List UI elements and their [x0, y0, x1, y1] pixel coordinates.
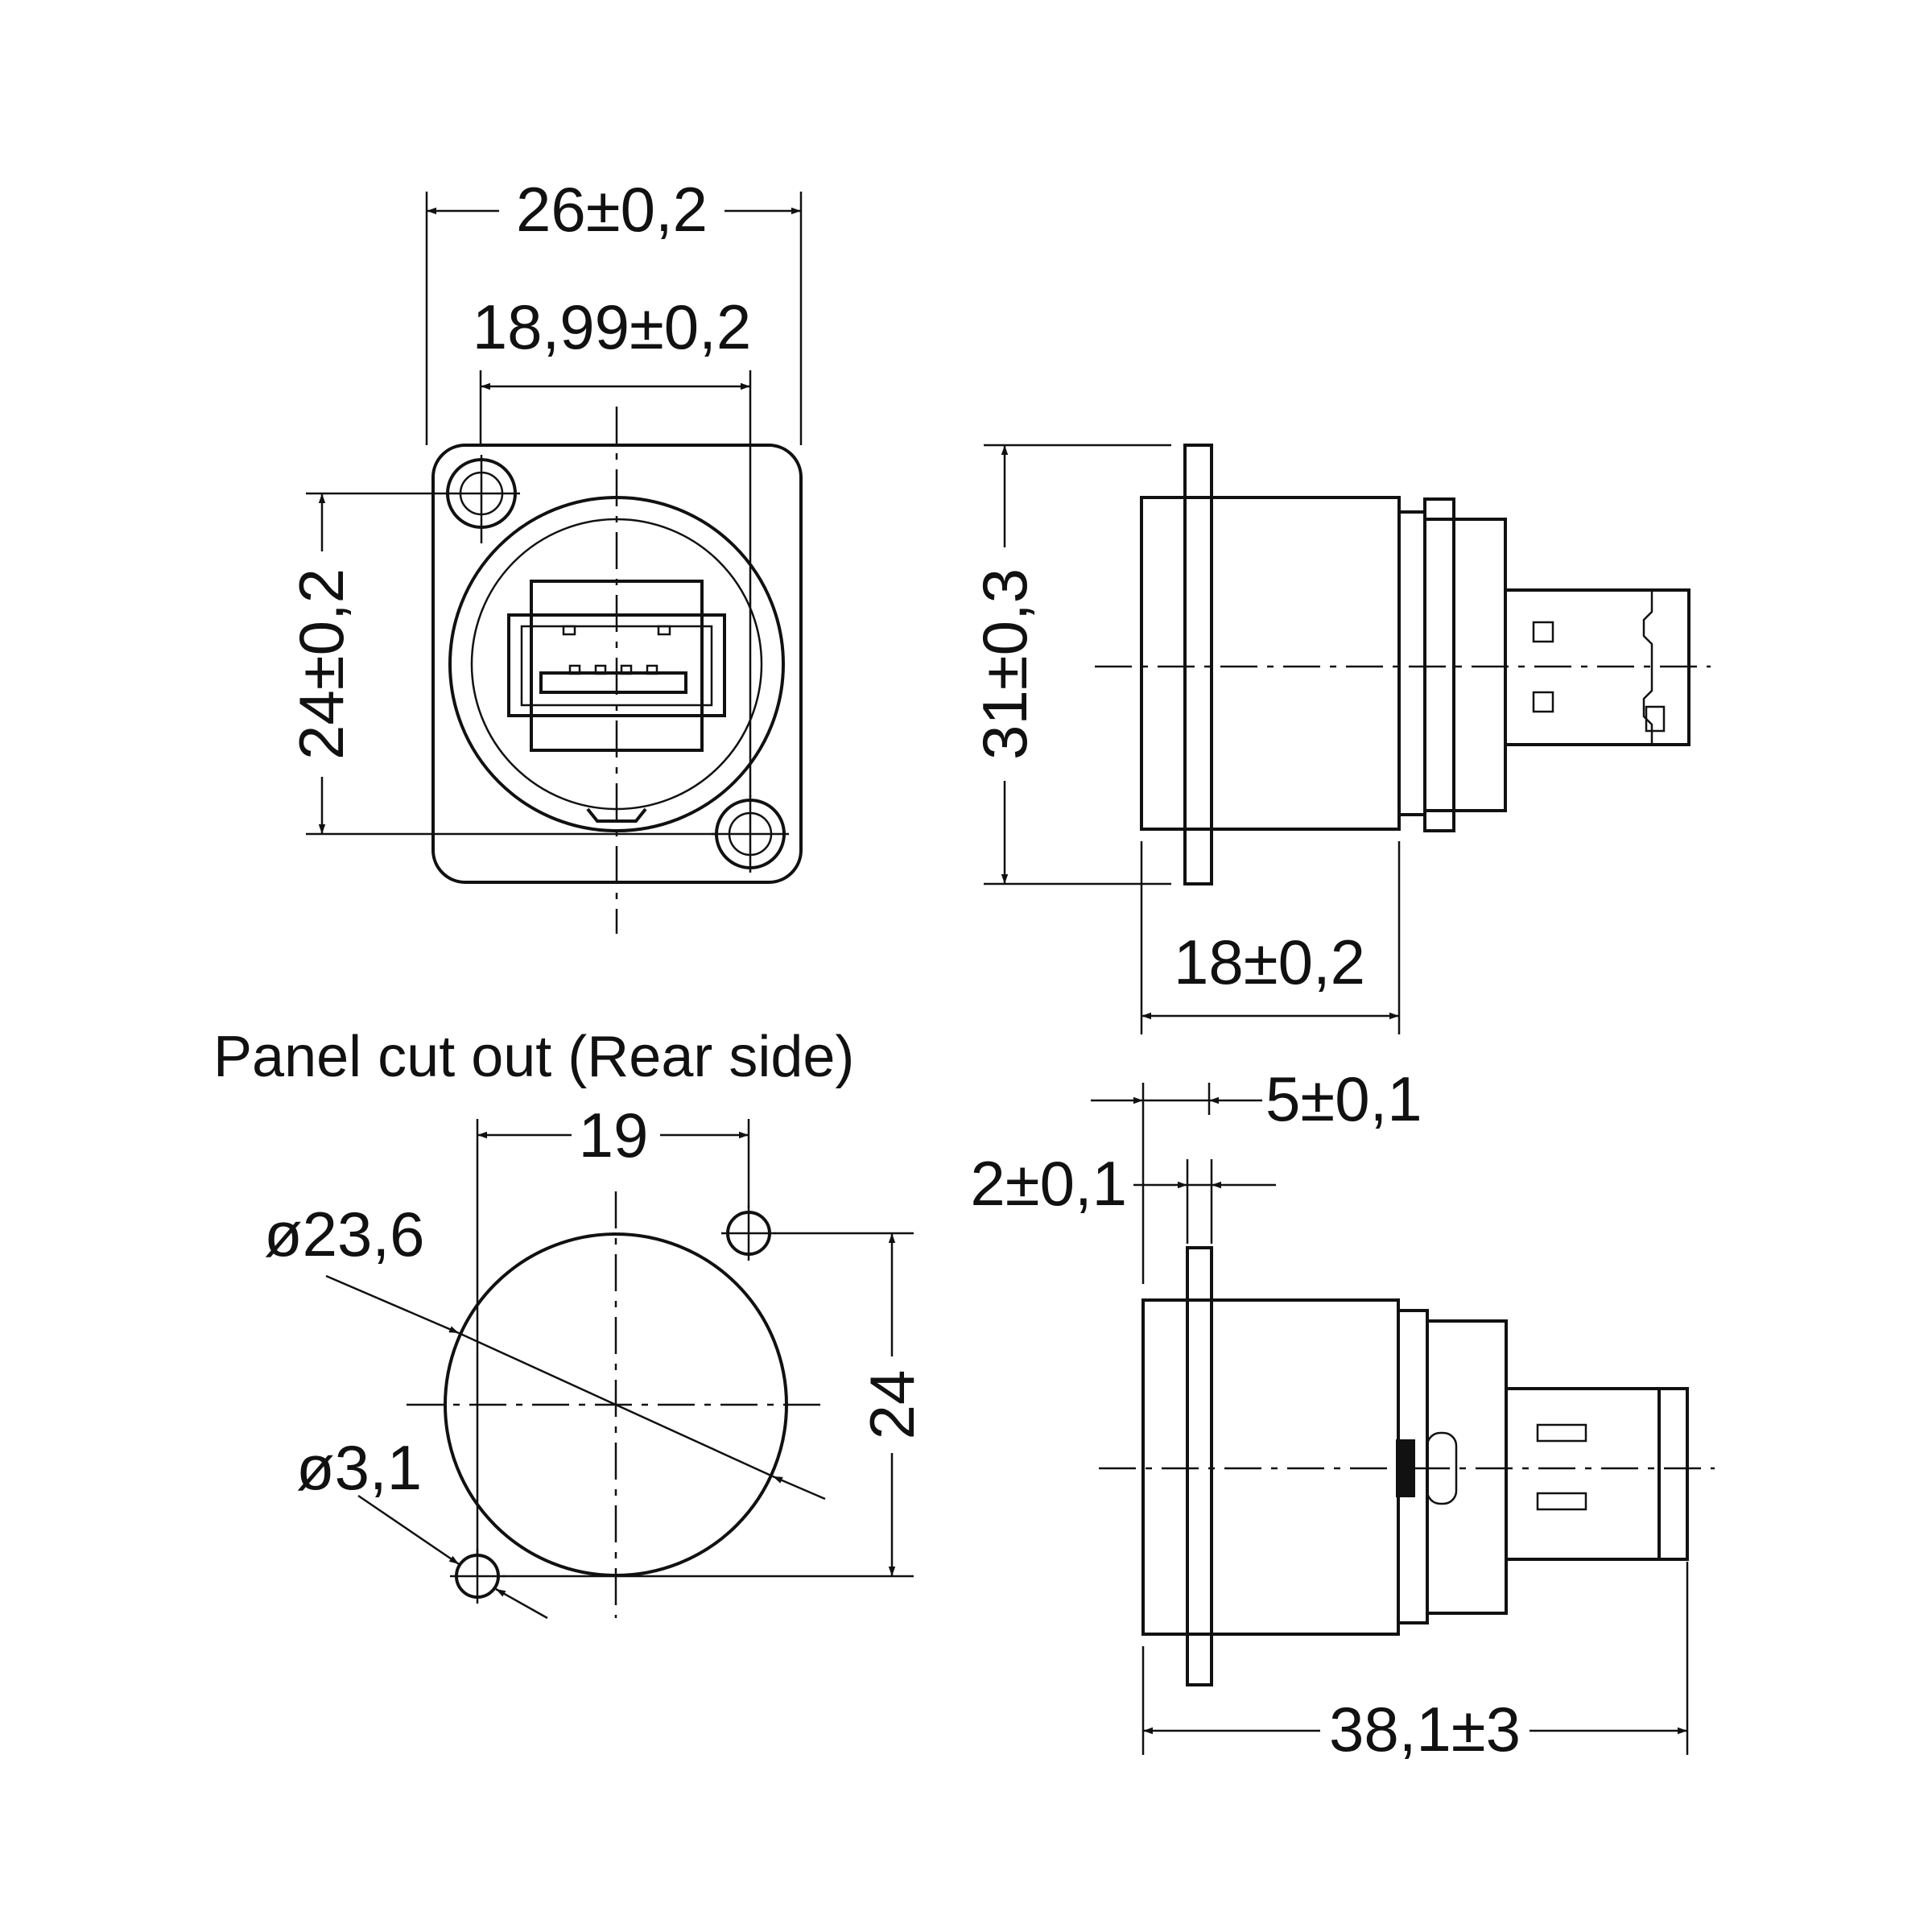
- side-view-bottom: 5±0,1 2±0,1 38,1±3: [970, 1063, 1715, 1765]
- side-nut-tab: [1423, 497, 1455, 832]
- plug-window: [1536, 1492, 1587, 1511]
- usb-contact: [620, 664, 633, 675]
- side-body-bottom: [1141, 1298, 1400, 1636]
- plug-window: [1532, 621, 1554, 643]
- usb-contact: [646, 664, 658, 675]
- usb-contact: [594, 664, 607, 675]
- dim-cutout-main-diameter: ø23,6: [264, 1199, 424, 1269]
- dim-flange-offset: 5±0,1: [1265, 1063, 1422, 1134]
- dim-cutout-hole-diameter: ø3,1: [296, 1432, 422, 1503]
- side-plug-bottom: [1505, 1387, 1661, 1561]
- dim-front-height: 24±0,2: [286, 568, 357, 760]
- dim-cutout-hole-spacing-h: 19: [579, 1100, 649, 1170]
- dim-overall-length: 38,1±3: [1329, 1694, 1521, 1765]
- side-nut-bottom: [1426, 1319, 1508, 1615]
- label-background: [857, 1356, 930, 1453]
- side-flange-bottom: [1186, 1246, 1213, 1686]
- leader-main-diameter: [772, 1475, 826, 1501]
- label-background: [1320, 1695, 1530, 1763]
- leader-hole-diameter: [357, 1494, 460, 1566]
- leader-hole-diameter: [495, 1587, 548, 1620]
- side-plug-cap-bottom: [1657, 1387, 1689, 1561]
- dim-side-height: 31±0,3: [969, 568, 1040, 760]
- usb-latch: [562, 625, 576, 636]
- plug-window: [1536, 1423, 1587, 1443]
- plug-tip-detail: [1642, 590, 1653, 745]
- leader-main-diameter: [325, 1274, 460, 1335]
- usb-latch: [657, 625, 671, 636]
- label-background: [499, 173, 724, 242]
- label-background: [572, 1103, 660, 1167]
- usb-contact: [568, 664, 581, 675]
- plug-window: [1532, 691, 1554, 713]
- dim-side-depth: 18±0,2: [1174, 927, 1365, 997]
- plug-tip-detail: [1645, 705, 1666, 733]
- side-view-top: 31±0,3 18±0,2: [969, 444, 1711, 1034]
- leader-main-diameter: [458, 1331, 774, 1478]
- label-background: [970, 547, 1042, 781]
- side-ring: [1397, 510, 1426, 816]
- front-view: 26±0,2 18,99±0,2 24±0,2: [286, 173, 803, 934]
- front-key-notch: [586, 807, 647, 823]
- usb-tongue: [539, 671, 687, 694]
- dim-cutout-hole-spacing-v: 24: [857, 1370, 927, 1440]
- label-background: [290, 551, 354, 777]
- dim-front-hole-spacing: 18,99±0,2: [473, 291, 751, 362]
- dim-front-width: 26±0,2: [516, 174, 708, 245]
- side-body: [1140, 496, 1401, 831]
- panel-cutout-caption: Panel cut out (Rear side): [213, 1025, 854, 1089]
- side-flange: [1183, 444, 1213, 886]
- panel-cutout-view: 19 24 ø23,6 ø3,1: [264, 1100, 930, 1620]
- side-nut: [1423, 518, 1507, 812]
- dim-flange-thickness: 2±0,1: [970, 1148, 1127, 1219]
